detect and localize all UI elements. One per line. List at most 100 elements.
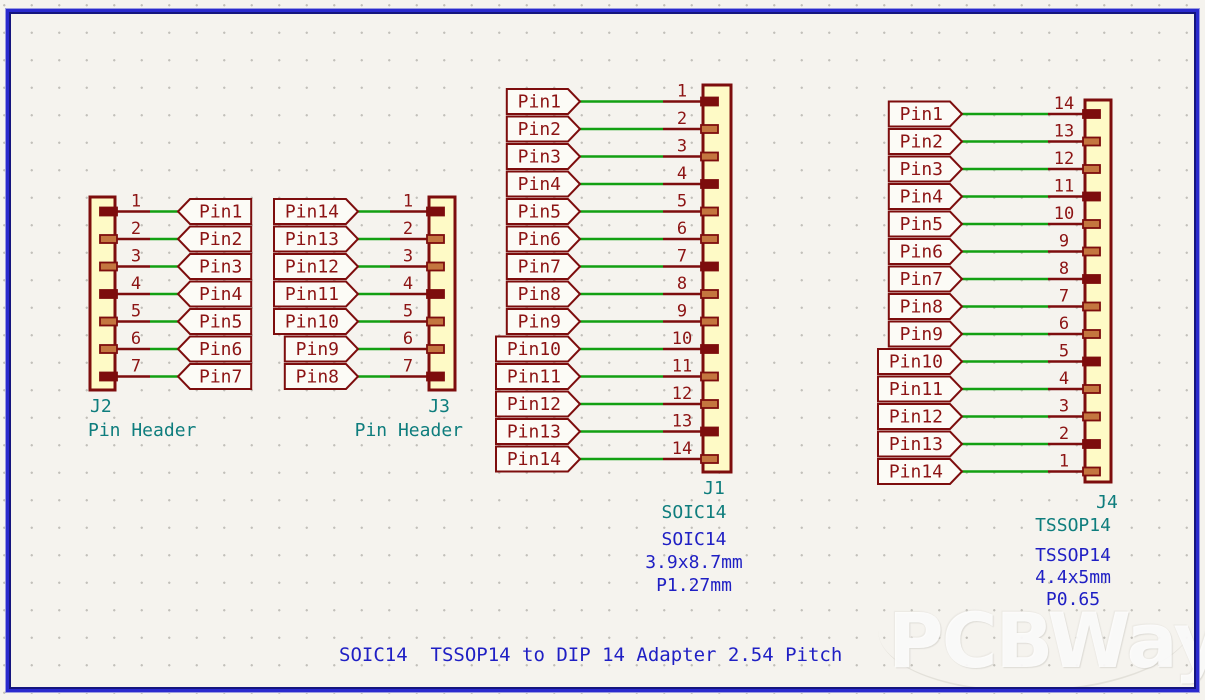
pin-contact (99, 316, 118, 327)
global-label-text: Pin10 (507, 339, 561, 360)
pin-contact (426, 289, 445, 299)
pcbway-watermark: PCBWay (888, 596, 1205, 685)
pin-number: 8 (1059, 259, 1069, 279)
global-label-text: Pin3 (518, 147, 561, 168)
global-label-Pin8 (283, 363, 360, 390)
global-label-text: Pin5 (199, 312, 242, 333)
pin-number: 3 (403, 247, 413, 267)
global-label-text: Pin13 (285, 229, 339, 250)
global-label-text: Pin12 (889, 407, 943, 428)
global-label-text: Pin6 (900, 242, 943, 263)
pin-number: 4 (131, 274, 141, 294)
pin-contact (426, 316, 445, 327)
global-label-text: Pin9 (900, 324, 943, 345)
global-label-Pin8 (887, 293, 964, 320)
note-J1-1: 3.9x8.7mm (645, 552, 743, 573)
global-label-text: Pin5 (518, 202, 561, 223)
pin-contact (1082, 191, 1101, 202)
global-label-text: Pin14 (285, 202, 339, 223)
pin-number: 5 (677, 192, 687, 212)
global-label-text: Pin4 (199, 284, 242, 305)
global-label-text: Pin6 (199, 339, 242, 360)
global-label-Pin7 (176, 363, 253, 390)
pin-number: 7 (131, 357, 141, 377)
global-label-text: Pin2 (900, 132, 943, 153)
pin-contact (1082, 439, 1101, 449)
pin-number: 12 (672, 384, 692, 404)
global-label-text: Pin7 (900, 269, 943, 290)
note-J1-2: P1.27mm (656, 575, 732, 596)
global-label-Pin12 (877, 403, 964, 430)
global-label-text: Pin8 (900, 297, 943, 318)
global-label-text: Pin2 (199, 229, 242, 250)
pin-number: 2 (1059, 424, 1069, 444)
global-label-Pin10 (495, 335, 582, 363)
value-J4: TSSOP14 (1035, 515, 1111, 536)
pin-contact (700, 371, 719, 382)
sheet-title-note: SOIC14 TSSOP14 to DIP 14 Adapter 2.54 Pi… (339, 644, 843, 666)
pin-contact (700, 206, 719, 217)
global-label-Pin5 (887, 210, 964, 238)
global-label-Pin2 (176, 225, 253, 253)
pin-contact (99, 371, 118, 382)
pin-number: 11 (1054, 177, 1074, 197)
global-label-text: Pin13 (889, 434, 943, 455)
pin-contact (1082, 329, 1101, 339)
global-label-text: Pin10 (285, 312, 339, 333)
pin-number: 14 (1054, 94, 1074, 114)
pin-contact (700, 454, 719, 464)
pin-number: 6 (1059, 314, 1069, 334)
connector-body-J4 (1083, 98, 1113, 484)
reference-J2: J2 (90, 396, 112, 417)
pin-contact (99, 344, 118, 354)
pin-number: 1 (677, 82, 687, 102)
global-label-text: Pin4 (900, 187, 943, 208)
global-label-text: Pin1 (199, 202, 242, 223)
global-label-Pin4 (505, 170, 582, 198)
pin-number: 2 (677, 109, 687, 129)
pin-contact (426, 344, 445, 354)
global-label-Pin14 (495, 445, 582, 473)
note-J4-2: P0.65 (1046, 589, 1100, 610)
pin-contact (700, 151, 719, 162)
pin-contact (1082, 136, 1101, 147)
global-label-text: Pin1 (900, 104, 943, 125)
pin-contact (1082, 356, 1101, 367)
pin-number: 6 (131, 329, 141, 349)
pin-contact (426, 206, 445, 217)
pin-number: 12 (1054, 149, 1074, 169)
note-J4-0: TSSOP14 (1035, 545, 1111, 566)
pin-contact (1082, 466, 1101, 477)
global-label-text: Pin14 (507, 449, 561, 470)
global-label-text: Pin14 (889, 462, 943, 483)
pin-contact (700, 124, 719, 134)
pin-contact (700, 179, 719, 189)
global-label-Pin1 (176, 198, 253, 225)
pin-number: 5 (131, 302, 141, 322)
pin-contact (700, 316, 719, 327)
pin-number: 10 (672, 329, 692, 349)
global-label-text: Pin12 (507, 394, 561, 415)
global-label-Pin11 (273, 280, 360, 308)
pin-number: 3 (677, 137, 687, 157)
global-label-Pin14 (877, 458, 964, 485)
global-label-text: Pin9 (296, 339, 339, 360)
pin-contact (99, 261, 118, 272)
pin-number: 10 (1054, 204, 1074, 224)
global-label-Pin1 (887, 100, 964, 128)
global-label-text: Pin4 (518, 174, 561, 195)
pin-contact (1082, 301, 1101, 312)
global-label-text: Pin3 (900, 159, 943, 180)
pin-number: 7 (403, 357, 413, 377)
global-label-Pin8 (505, 280, 582, 308)
pin-contact (99, 234, 118, 244)
pin-number: 5 (1059, 342, 1069, 362)
pin-number: 13 (1054, 122, 1074, 142)
global-label-Pin10 (273, 308, 360, 335)
global-label-Pin5 (176, 308, 253, 335)
note-J4-1: 4.4x5mm (1035, 567, 1111, 588)
pin-contact (700, 344, 719, 354)
reference-J3: J3 (428, 396, 450, 417)
global-label-text: Pin8 (296, 367, 339, 388)
global-label-Pin7 (887, 265, 964, 293)
